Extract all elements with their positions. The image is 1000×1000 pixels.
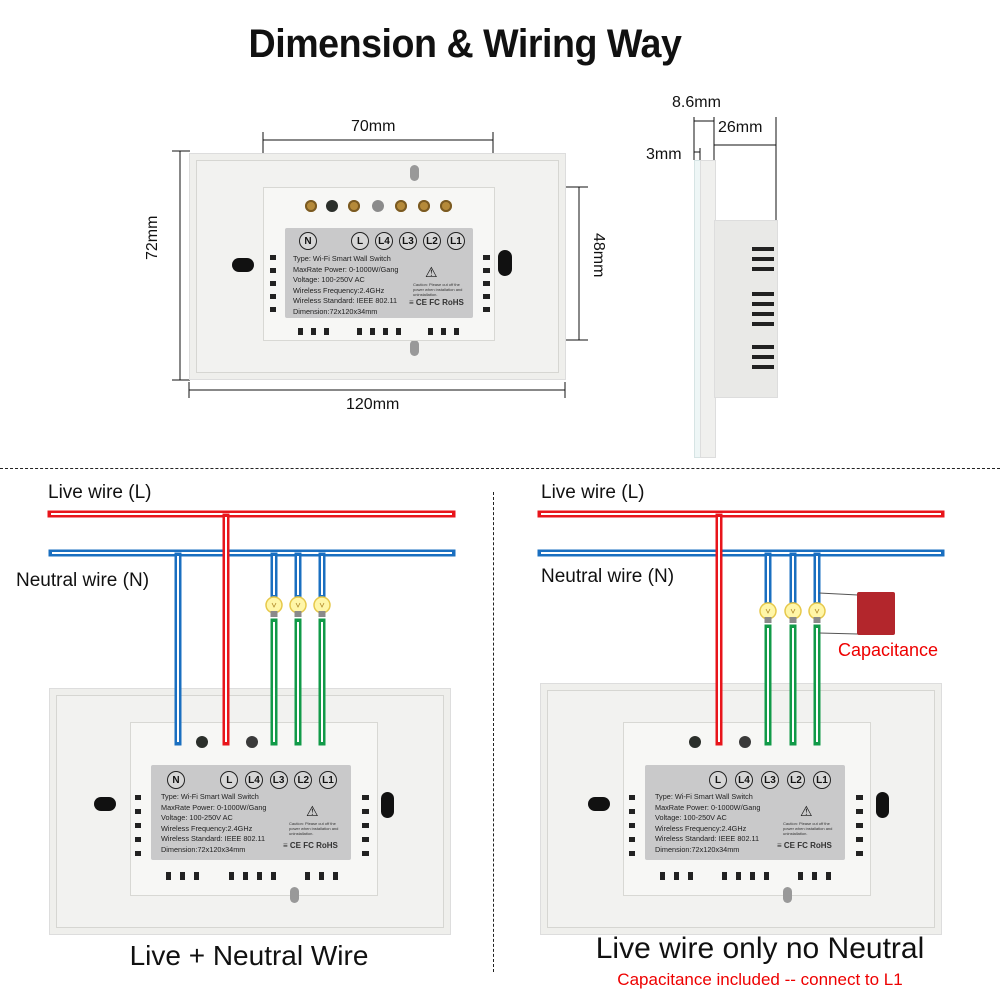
spec-line: Dimension:72x120x34mm bbox=[293, 306, 378, 316]
mount-hole-right bbox=[381, 792, 394, 818]
spec-label-left: N L L4 L3 L2 L1 Type: Wi-Fi Smart Wall S… bbox=[151, 765, 351, 860]
mount-hole-right bbox=[498, 250, 512, 276]
terminal-screw bbox=[418, 200, 430, 212]
terminal-l1: L1 bbox=[447, 232, 465, 250]
spec-line: MaxRate Power: 0-1000W/Gang bbox=[655, 802, 761, 812]
terminal-screw bbox=[395, 200, 407, 212]
mount-hole-left bbox=[94, 797, 116, 811]
spec-label-right: L L4 L3 L2 L1 Type: Wi-Fi Smart Wall Swi… bbox=[645, 765, 845, 860]
dim-side-glass: 3mm bbox=[646, 146, 682, 163]
spec-line: Voltage: 100-250V AC bbox=[655, 813, 727, 822]
terminal-l: L bbox=[709, 771, 727, 789]
horizontal-divider bbox=[0, 468, 1000, 469]
light-bulb-icon bbox=[265, 596, 283, 617]
terminal-screw bbox=[326, 200, 338, 212]
caption-live-only: Live wire only no Neutral bbox=[595, 932, 925, 965]
terminal-n: N bbox=[299, 232, 317, 250]
light-bulb-icon bbox=[808, 602, 826, 623]
mount-slot-top bbox=[410, 165, 419, 181]
spec-line: Dimension:72x120x34mm bbox=[655, 844, 740, 854]
live-wire-label-right: Live wire (L) bbox=[541, 482, 645, 503]
spec-line: Wireless Frequency:2.4GHz bbox=[655, 823, 747, 833]
dim-side-total: 8.6mm bbox=[672, 94, 721, 111]
spec-line: Dimension:72x120x34mm bbox=[161, 844, 246, 854]
light-bulb-icon bbox=[313, 596, 331, 617]
caution-text: Caution: Please cut off the power when i… bbox=[289, 821, 339, 836]
spec-line: Voltage: 100-250V AC bbox=[161, 813, 233, 822]
terminal-l: L bbox=[220, 771, 239, 789]
mount-hole-left bbox=[232, 258, 254, 272]
dim-side-depth: 26mm bbox=[718, 119, 763, 136]
light-bulb-icon bbox=[759, 602, 777, 623]
warning-icon: ⚠ bbox=[306, 803, 319, 819]
terminal-l4: L4 bbox=[244, 771, 263, 789]
terminal-screw bbox=[196, 736, 208, 748]
terminal-screw bbox=[372, 200, 384, 212]
light-bulb-icon bbox=[784, 602, 802, 623]
capacitor-icon bbox=[818, 592, 895, 635]
mount-hole-left bbox=[588, 797, 610, 811]
terminal-screw bbox=[305, 200, 317, 212]
spec-line: Wireless Frequency:2.4GHz bbox=[293, 285, 385, 295]
terminal-l2: L2 bbox=[294, 771, 313, 789]
terminal-screw bbox=[348, 200, 360, 212]
cert-marks: ≡ CE FC RoHS bbox=[283, 841, 338, 850]
spec-line: Voltage: 100-250V AC bbox=[293, 275, 365, 284]
spec-line: Type: Wi-Fi Smart Wall Switch bbox=[655, 792, 753, 801]
terminal-screw bbox=[440, 200, 452, 212]
terminal-l3: L3 bbox=[269, 771, 288, 789]
spec-line: Type: Wi-Fi Smart Wall Switch bbox=[161, 792, 259, 801]
mount-hole-right bbox=[876, 792, 889, 818]
capacitance-label: Capacitance bbox=[838, 640, 939, 660]
cert-marks: ≡ CE FC RoHS bbox=[777, 841, 832, 850]
dim-width-total: 120mm bbox=[346, 396, 400, 413]
warning-icon: ⚠ bbox=[800, 803, 813, 819]
terminal-l: L bbox=[351, 232, 369, 250]
page-title: Dimension & Wiring Way bbox=[248, 22, 682, 66]
terminal-l3: L3 bbox=[761, 771, 779, 789]
terminal-screw bbox=[246, 736, 258, 748]
neutral-wire-label-right: Neutral wire (N) bbox=[541, 566, 675, 587]
mount-slot-bottom bbox=[290, 887, 299, 903]
mount-slot-bottom bbox=[410, 340, 419, 356]
terminal-screw bbox=[689, 736, 701, 748]
caution-text: Caution: Please cut off the power when i… bbox=[783, 821, 833, 836]
spec-line: Wireless Standard: IEEE 802.11 bbox=[161, 834, 266, 843]
vertical-divider bbox=[493, 492, 494, 972]
terminal-l4: L4 bbox=[375, 232, 393, 250]
caution-text: Caution: Please cut off the power when i… bbox=[413, 282, 463, 297]
neutral-wire-label-left: Neutral wire (N) bbox=[16, 570, 150, 591]
terminal-n: N bbox=[167, 771, 185, 789]
spec-line: Wireless Standard: IEEE 802.11 bbox=[293, 296, 398, 305]
spec-line: Wireless Standard: IEEE 802.11 bbox=[655, 834, 760, 843]
terminal-l2: L2 bbox=[787, 771, 805, 789]
cert-marks: ≡ CE FC RoHS bbox=[409, 298, 464, 307]
dim-width-inner: 70mm bbox=[351, 118, 396, 135]
terminal-l2: L2 bbox=[423, 232, 441, 250]
spec-line: Wireless Frequency:2.4GHz bbox=[161, 823, 253, 833]
terminal-l3: L3 bbox=[399, 232, 417, 250]
terminal-l1: L1 bbox=[813, 771, 831, 789]
spec-label-top: N L L4 L3 L2 L1 Type: Wi-Fi Smart Wall S… bbox=[285, 228, 473, 318]
terminal-l1: L1 bbox=[318, 771, 337, 789]
live-wire-label-left: Live wire (L) bbox=[48, 482, 152, 503]
warning-icon: ⚠ bbox=[425, 264, 438, 280]
terminal-screw bbox=[739, 736, 751, 748]
terminal-l4: L4 bbox=[735, 771, 753, 789]
spec-line: MaxRate Power: 0-1000W/Gang bbox=[293, 264, 399, 274]
mount-slot-bottom bbox=[783, 887, 792, 903]
spec-line: MaxRate Power: 0-1000W/Gang bbox=[161, 802, 267, 812]
caption-live-neutral: Live + Neutral Wire bbox=[129, 940, 369, 971]
spec-line: Type: Wi-Fi Smart Wall Switch bbox=[293, 254, 391, 263]
light-bulb-icon bbox=[289, 596, 307, 617]
caption-capacitance-note: Capacitance included -- connect to L1 bbox=[617, 970, 903, 989]
